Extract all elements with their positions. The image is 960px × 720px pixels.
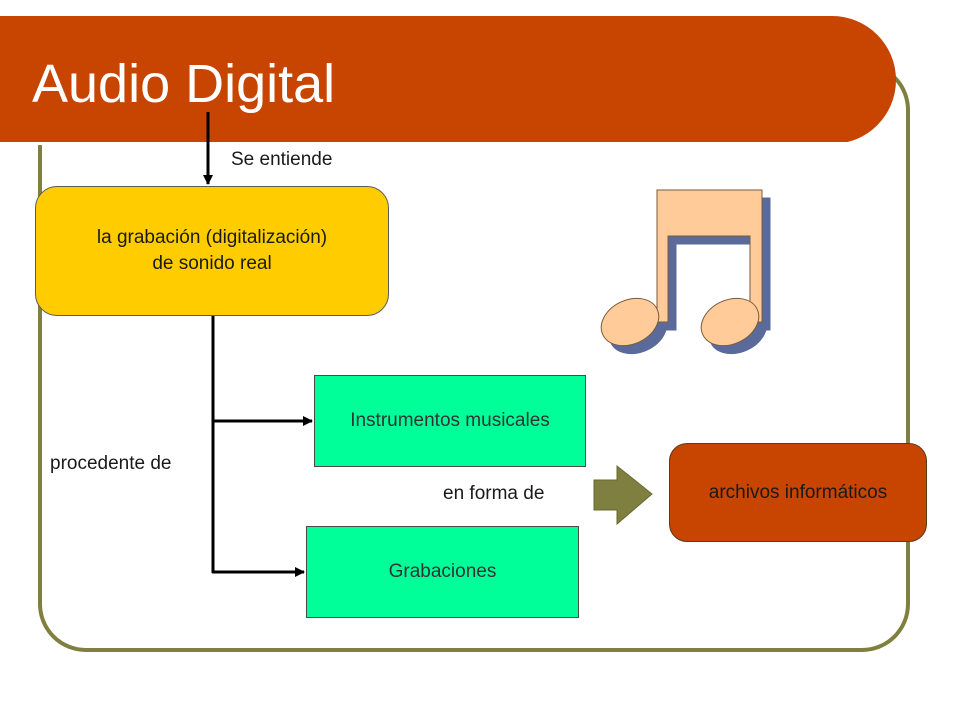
music-note-icon [600,189,771,355]
node-instruments-label: Instrumentos musicales [350,410,550,431]
node-files-label: archivos informáticos [708,481,888,503]
title-underline [0,142,848,145]
edge-label-understood: Se entiende [231,149,333,170]
node-main-label: la grabación (digitalización) de sonido … [96,227,328,274]
node-recordings: Grabaciones [306,526,579,618]
node-main-definition: la grabación (digitalización) de sonido … [35,186,389,316]
edge-label-as: en forma de [443,483,545,504]
node-recordings-label: Grabaciones [388,561,497,582]
edge-label-from: procedente de [50,453,172,474]
block-arrow-to-files [593,464,653,526]
title-band [0,16,896,145]
node-files: archivos informáticos [669,443,927,542]
node-instruments: Instrumentos musicales [314,375,586,467]
slide-title: Audio Digital [32,54,336,114]
